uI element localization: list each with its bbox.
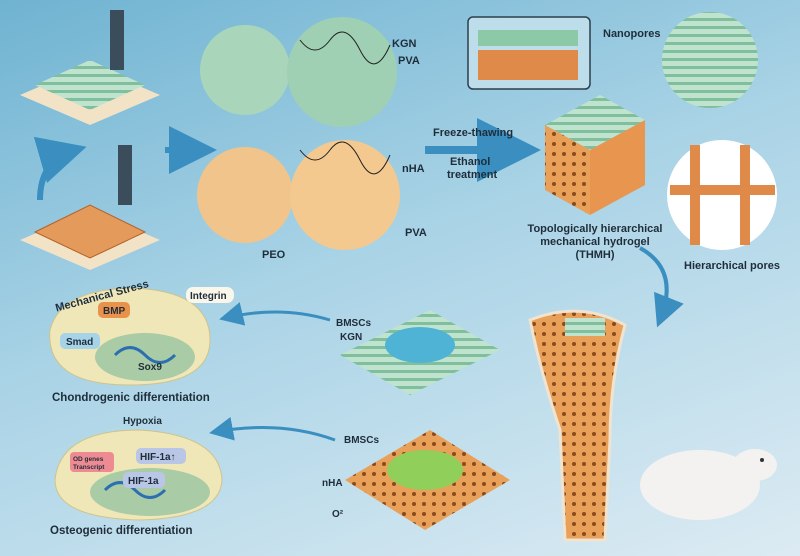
- label-ethanol: Ethanol: [450, 156, 490, 168]
- nanopores-circle: [662, 12, 758, 108]
- label-bmscs-top: BMSCs: [336, 318, 371, 329]
- printed-scaffold-top: [20, 10, 160, 125]
- chondrogenic-caption: Chondrogenic differentiation: [52, 392, 210, 404]
- thmh-title-2: mechanical hydrogel: [540, 236, 649, 248]
- label-od-genes: OD genes: [73, 456, 104, 463]
- dna-icon: [103, 481, 167, 499]
- kgn-scaffold-with-bmscs: [340, 310, 500, 395]
- label-bmp: BMP: [103, 306, 126, 317]
- label-hierarchical-pores: Hierarchical pores: [684, 260, 780, 272]
- thmh-title-3: (THMH): [575, 249, 614, 261]
- label-integrin: Integrin: [190, 291, 227, 302]
- label-freeze-thawing: Freeze-thawing: [433, 127, 513, 139]
- kgn-pva-circle: [287, 17, 397, 127]
- label-pva-top: PVA: [398, 55, 420, 67]
- label-nha-cells: nHA: [322, 478, 343, 489]
- label-treatment: treatment: [447, 169, 497, 181]
- label-kgn: KGN: [392, 38, 417, 50]
- label-nha: nHA: [402, 163, 425, 175]
- label-hif-up: HIF-1a↑: [140, 452, 176, 463]
- label-kgn-cells: KGN: [340, 332, 362, 343]
- thmh-title-1: Topologically hierarchical: [528, 223, 663, 235]
- label-nanopores: Nanopores: [603, 28, 660, 40]
- nha-pva-circle: [290, 140, 400, 250]
- kgn-pore-circle: [200, 25, 290, 115]
- label-smad: Smad: [66, 337, 93, 348]
- rat: [640, 449, 777, 520]
- label-hypoxia: Hypoxia: [123, 416, 162, 427]
- chondrogenic-cell: [49, 287, 211, 386]
- label-peo: PEO: [262, 249, 286, 261]
- femur-bone: [528, 309, 627, 542]
- nha-scaffold-with-bmscs: [345, 430, 510, 530]
- osteogenic-caption: Osteogenic differentiation: [50, 525, 193, 537]
- peo-pore-circle: [197, 147, 293, 243]
- dna-icon: [113, 346, 177, 364]
- label-sox9: Sox9: [138, 362, 162, 373]
- cycle-arrow: [33, 136, 87, 201]
- label-pva-bottom: PVA: [405, 227, 427, 239]
- label-o2: O²: [332, 509, 344, 520]
- printed-scaffold-bottom: [20, 145, 160, 270]
- thmh-cube: [467, 16, 645, 215]
- label-bmscs-bottom: BMSCs: [344, 435, 379, 446]
- label-hif: HIF-1a: [128, 476, 159, 487]
- label-transcript: Transcript: [73, 464, 105, 471]
